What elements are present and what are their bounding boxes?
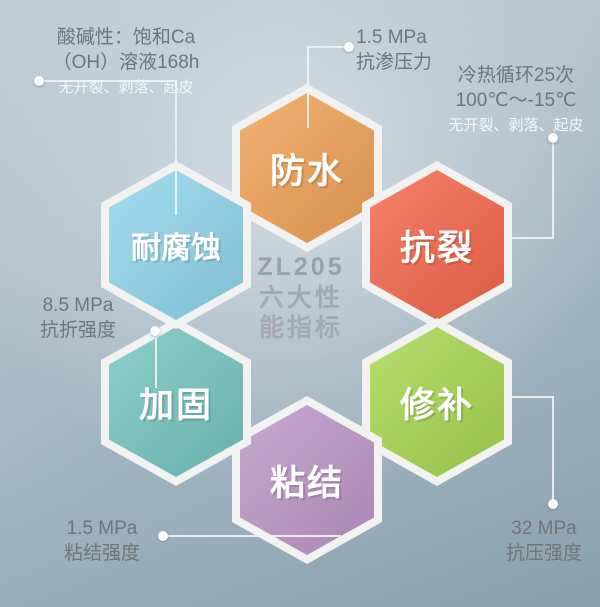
hexagon-fill (240, 93, 374, 243)
callout-repair-line1: 32 MPa (511, 518, 577, 539)
callout-crack-resist-line2: 100℃～-15℃ (455, 89, 577, 111)
callout-reinforce-line1: 8.5 MPa (42, 295, 114, 316)
hexagon-frame (101, 318, 251, 486)
hexagon-fill (370, 327, 504, 477)
callout-reinforce-line2: 抗折强度 (39, 319, 116, 341)
connector-segment (508, 396, 554, 398)
callout-repair-line2: 抗压强度 (505, 542, 582, 564)
callout-corrosion-line1: 酸碱性：饱和Ca (56, 27, 196, 48)
center-title-line3: 能指标 (258, 314, 343, 342)
hexagon-frame (362, 161, 512, 329)
callout-corrosion: 酸碱性：饱和Ca （OH）溶液168h 无开裂、剥落、起皮 (26, 26, 226, 98)
hexagon-fill (240, 405, 374, 555)
connector-dot-reinforce (150, 326, 160, 336)
hexagon-label-crack-resist: 抗裂 (399, 228, 474, 268)
callout-waterproof: 1.5 MPa 抗渗压力 (356, 26, 506, 75)
hexagon-crack-resist[interactable]: 抗裂 (362, 161, 512, 329)
callout-crack-resist-line1: 冷热循环25次 (457, 65, 575, 86)
callout-bonding-line2: 粘结强度 (63, 542, 140, 564)
hexagon-label-bonding: 粘结 (269, 463, 344, 503)
callout-reinforce: 8.5 MPa 抗折强度 (18, 294, 138, 343)
center-title-line1: ZL205 (257, 253, 345, 281)
center-title: ZL205 六大性 能指标 (228, 252, 374, 344)
connector-segment (166, 535, 341, 537)
connector-segment (44, 80, 177, 82)
connector-dot-repair (548, 499, 558, 509)
hexagon-frame (362, 318, 512, 486)
connector-segment (307, 46, 348, 48)
callout-crack-resist-line3: 无开裂、剥落、起皮 (448, 117, 584, 135)
connector-segment (508, 237, 554, 239)
hexagon-reinforce[interactable]: 加固 (101, 318, 251, 486)
connector-segment (552, 396, 554, 504)
connector-dot-corrosion (34, 76, 44, 86)
connector-segment (307, 46, 309, 128)
callout-bonding: 1.5 MPa 粘结强度 (52, 517, 152, 566)
callout-waterproof-line1: 1.5 MPa (356, 27, 427, 48)
hexagon-label-waterproof: 防水 (269, 151, 344, 191)
connector-segment (552, 142, 554, 238)
callout-corrosion-line3: 无开裂、剥落、起皮 (58, 79, 194, 97)
hexagon-label-corrosion: 耐腐蚀 (131, 232, 221, 265)
hexagon-frame (232, 396, 382, 564)
hexagon-label-repair: 修补 (399, 385, 474, 425)
callout-repair: 32 MPa 抗压强度 (492, 517, 596, 566)
callout-bonding-line1: 1.5 MPa (66, 518, 138, 539)
connector-dot-crack-resist (548, 133, 558, 143)
hexagon-bonding[interactable]: 粘结 (232, 396, 382, 564)
connector-dot-bonding (158, 531, 168, 541)
callout-crack-resist: 冷热循环25次 100℃～-15℃ 无开裂、剥落、起皮 (440, 64, 592, 136)
callout-corrosion-line2: （OH）溶液168h (52, 51, 200, 73)
hexagon-repair[interactable]: 修补 (362, 318, 512, 486)
center-title-line2: 六大性 (258, 283, 343, 312)
callout-waterproof-line2: 抗渗压力 (356, 51, 433, 73)
connector-segment (155, 330, 157, 388)
hexagon-fill (370, 170, 504, 320)
connector-segment (175, 80, 177, 215)
connector-dot-waterproof (344, 42, 354, 52)
hexagon-label-reinforce: 加固 (138, 385, 213, 425)
